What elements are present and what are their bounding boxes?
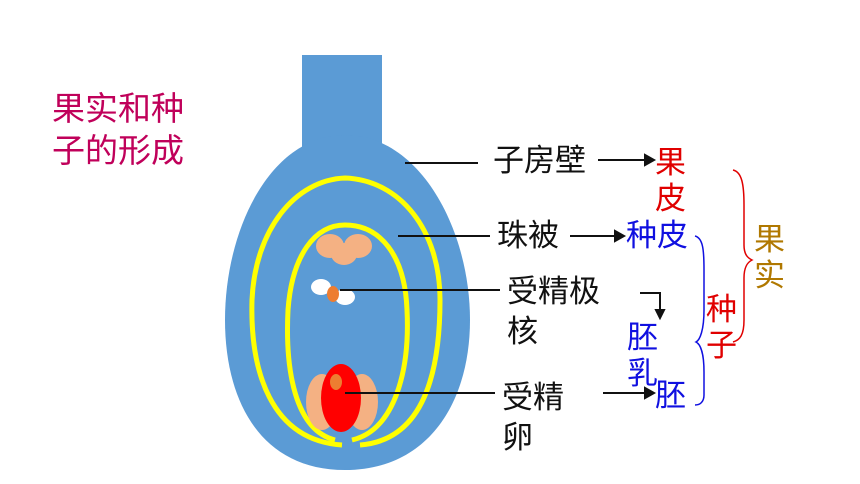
antipodal-cells xyxy=(316,234,372,265)
polar-nuclei xyxy=(311,279,355,305)
egg-cell xyxy=(321,364,361,432)
label-endosperm: 胚乳 xyxy=(627,320,658,392)
arrows xyxy=(570,153,666,400)
label-integument: 珠被 xyxy=(497,218,559,254)
outer-integument xyxy=(249,175,443,448)
fruit-bracket xyxy=(732,169,754,343)
page-title: 果实和种子的形成 xyxy=(52,89,184,170)
label-fertilized-polar-nuclei: 受精极核 xyxy=(507,274,600,350)
label-seed-coat: 种皮 xyxy=(626,218,688,254)
seed-bracket xyxy=(694,235,705,406)
label-embryo: 胚 xyxy=(655,378,686,414)
label-fruit: 果实 xyxy=(754,222,785,294)
egg-apparatus xyxy=(306,364,378,432)
label-pericarp: 果皮 xyxy=(655,145,686,217)
inner-integument xyxy=(285,222,410,443)
pointer-lines xyxy=(340,162,500,394)
label-ovary-wall: 子房壁 xyxy=(493,143,586,179)
label-fertilized-egg: 受精卵 xyxy=(502,380,564,456)
label-seed: 种子 xyxy=(706,292,737,364)
